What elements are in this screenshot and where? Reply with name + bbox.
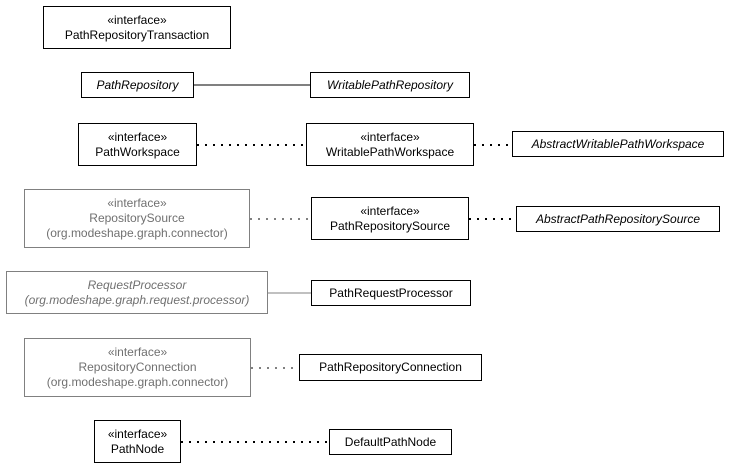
class-default-path-node[interactable]: DefaultPathNode xyxy=(329,429,452,455)
class-abstract-path-repository-source[interactable]: AbstractPathRepositorySource xyxy=(516,206,720,232)
package-label: (org.modeshape.graph.connector) xyxy=(46,375,229,389)
class-writable-path-workspace[interactable]: «interface» WritablePathWorkspace xyxy=(306,123,474,166)
class-name: WritablePathRepository xyxy=(326,77,454,92)
class-name: PathWorkspace xyxy=(95,144,180,159)
class-name: PathRepositoryConnection xyxy=(319,360,462,374)
stereotype-label: «interface» xyxy=(107,12,167,27)
class-request-processor[interactable]: RequestProcessor (org.modeshape.graph.re… xyxy=(6,271,268,314)
class-path-request-processor[interactable]: PathRequestProcessor xyxy=(311,280,471,306)
class-name: PathRepositoryTransaction xyxy=(64,27,210,42)
class-path-workspace[interactable]: «interface» PathWorkspace xyxy=(78,123,197,166)
class-name: RequestProcessor xyxy=(87,277,187,292)
class-name: PathRepositorySource xyxy=(329,218,451,233)
package-label: (org.modeshape.graph.request.processor) xyxy=(24,292,250,307)
class-path-repository-transaction[interactable]: «interface» PathRepositoryTransaction xyxy=(43,6,231,49)
stereotype-label: «interface» xyxy=(360,203,420,218)
class-name: RepositoryConnection xyxy=(78,360,197,374)
class-writable-path-repository[interactable]: WritablePathRepository xyxy=(310,72,470,98)
class-name: PathNode xyxy=(110,441,165,456)
class-name: DefaultPathNode xyxy=(344,434,437,449)
stereotype-label: «interface» xyxy=(107,345,168,359)
class-repository-connection[interactable]: «interface» RepositoryConnection (org.mo… xyxy=(24,338,251,397)
class-path-repository-source[interactable]: «interface» PathRepositorySource xyxy=(311,197,469,240)
stereotype-label: «interface» xyxy=(107,129,168,144)
class-path-repository-connection[interactable]: PathRepositoryConnection xyxy=(299,354,482,381)
class-abstract-writable-path-workspace[interactable]: AbstractWritablePathWorkspace xyxy=(512,131,724,157)
package-label: (org.modeshape.graph.connector) xyxy=(46,226,228,240)
stereotype-label: «interface» xyxy=(107,426,168,441)
stereotype-label: «interface» xyxy=(107,196,167,210)
class-name: AbstractWritablePathWorkspace xyxy=(531,136,705,151)
class-name: PathRepository xyxy=(96,77,179,92)
class-name: WritablePathWorkspace xyxy=(325,144,455,159)
class-repository-source[interactable]: «interface» RepositorySource (org.modesh… xyxy=(24,189,250,248)
class-path-repository[interactable]: PathRepository xyxy=(81,72,194,98)
class-name: AbstractPathRepositorySource xyxy=(535,211,701,226)
class-name: PathRequestProcessor xyxy=(329,285,453,300)
class-path-node[interactable]: «interface» PathNode xyxy=(94,420,181,463)
stereotype-label: «interface» xyxy=(360,129,420,144)
class-name: RepositorySource xyxy=(89,211,185,225)
